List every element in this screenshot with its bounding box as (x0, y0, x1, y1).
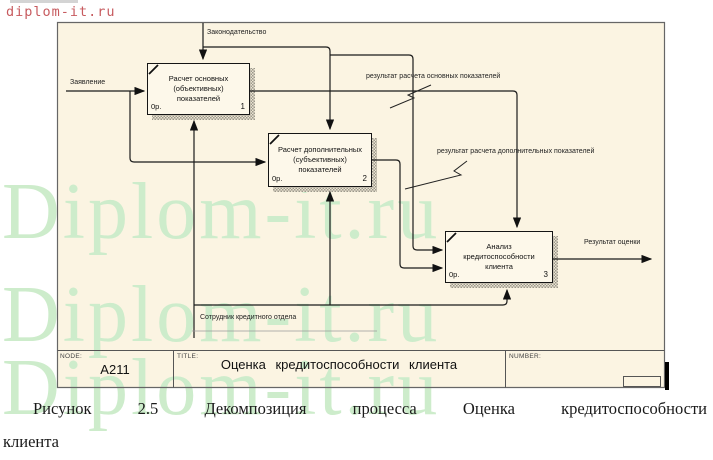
text-cursor (665, 362, 669, 390)
figure-caption-line2[interactable]: клиента (3, 432, 59, 451)
label-result-additional: результат расчета дополнительных показат… (437, 148, 595, 155)
activity-cost: 0р. (449, 270, 460, 280)
squiggle-result-main (389, 84, 432, 109)
activity-number: 3 (543, 269, 548, 279)
activity-box-2[interactable]: Расчет дополнительных(субъективных)показ… (268, 133, 372, 187)
activity-number: 2 (362, 173, 367, 183)
watermark-green-2: Diplom-it.ru (2, 271, 441, 359)
label-employee: Сотрудник кредитного отдела (200, 314, 297, 321)
label-result-main: результат расчета основных показателей (366, 73, 501, 80)
arrow-legislation-box2 (203, 46, 335, 131)
title-label: TITLE: (177, 353, 199, 360)
arrow-result-additional-box3 (372, 159, 444, 273)
arrow-application-branch-box2 (129, 91, 267, 167)
label-legislation: Законодательство (207, 29, 267, 36)
number-label: NUMBER: (509, 353, 542, 360)
label-assessment-result: Результат оценки (584, 239, 641, 246)
node-label: NODE: (60, 353, 83, 360)
top-artifact-bar (10, 0, 78, 3)
arrow-mechanism-trunk-box3 (194, 288, 512, 306)
activity-box-2-label: Расчет дополнительных(субъективных)показ… (277, 145, 363, 174)
activity-box-1[interactable]: Расчет основных(объективных)показателей … (147, 63, 250, 115)
activity-cost: 0р. (272, 174, 283, 184)
activity-box-1-label: Расчет основных(объективных)показателей (168, 74, 229, 103)
corner-fold-icon (446, 232, 457, 243)
label-application: Заявление (70, 79, 106, 86)
watermark-red-text: diplom-it.ru (6, 4, 116, 20)
corner-fold-icon (148, 64, 159, 75)
node-value: A211 (100, 362, 130, 377)
number-value-box (623, 376, 661, 387)
arrow-legislation-box3 (330, 54, 444, 255)
corner-fold-icon (269, 134, 280, 145)
figure-caption-line1[interactable]: Рисунок 2.5 Декомпозиция процесса Оценка… (33, 399, 707, 418)
arrow-result-main-box3 (250, 90, 522, 229)
diagram-frame (56, 21, 666, 389)
title-value: Оценка кредитоспособности клиента (220, 357, 458, 372)
squiggle-result-additional (404, 160, 468, 190)
activity-number: 1 (240, 101, 245, 111)
activity-cost: 0р. (151, 102, 162, 112)
